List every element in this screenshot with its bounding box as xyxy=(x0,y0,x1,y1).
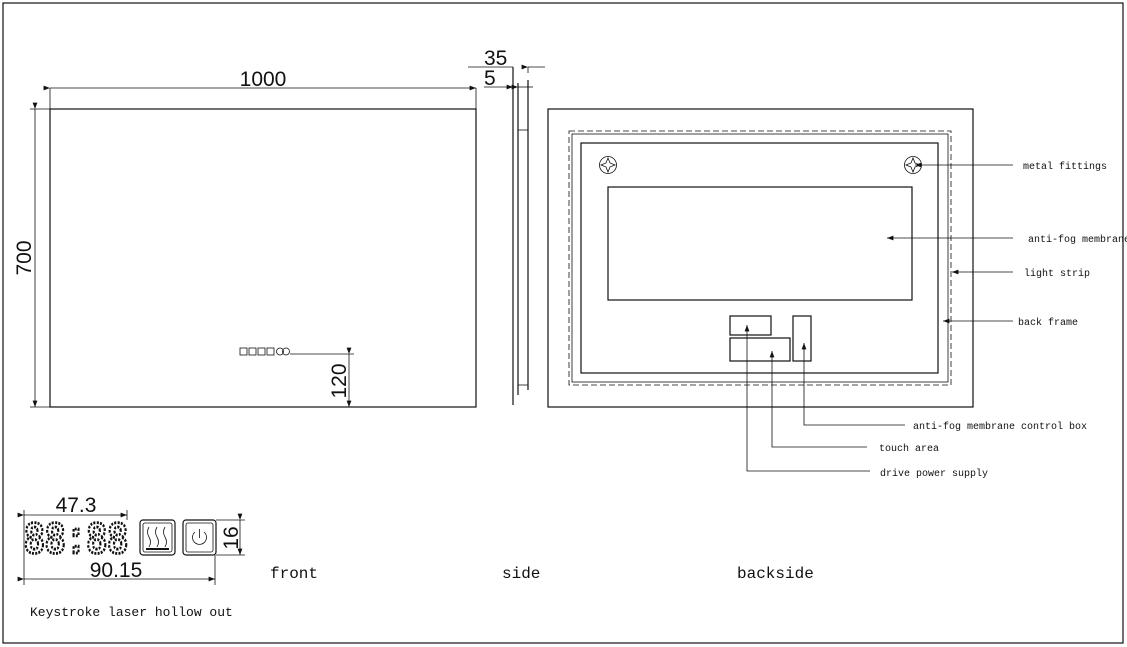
light-strip xyxy=(568,130,952,386)
touch-buttons-icon xyxy=(239,347,290,356)
panel-height-dimension: 16 xyxy=(220,526,243,549)
backside-view-label: backside xyxy=(737,565,814,583)
back-frame xyxy=(547,108,974,408)
seven-segment-display: 88:88 xyxy=(24,516,128,568)
button-offset-dimension: 120 xyxy=(328,363,351,398)
glass-dimension: 5 xyxy=(484,67,496,90)
metal-fitting-icon xyxy=(599,156,617,174)
side-view: 35 5 xyxy=(468,47,545,405)
front-view: 1000 700 120 xyxy=(13,68,477,408)
anti-fog-membrane xyxy=(607,186,913,301)
anti-fog-heat-button-icon xyxy=(139,519,176,556)
panel-width-dimension: 90.15 xyxy=(90,559,143,582)
side-view-label: side xyxy=(502,565,540,583)
touch-area xyxy=(729,337,791,362)
callout-metal-fittings: metal fittings xyxy=(1023,161,1107,173)
control-panel-detail: 47.3 88:88 16 90.15 xyxy=(17,494,245,585)
power-button-icon xyxy=(182,519,217,556)
mirror-front-outline xyxy=(49,108,477,408)
front-view-label: front xyxy=(270,565,318,583)
callout-touch-area: touch area xyxy=(879,443,939,455)
callout-light-strip: light strip xyxy=(1024,268,1090,280)
keystroke-note: Keystroke laser hollow out xyxy=(30,605,233,620)
drive-power-supply xyxy=(729,315,772,336)
callout-control-box: anti-fog membrane control box xyxy=(913,421,1087,433)
callout-anti-fog-membrane: anti-fog membrane xyxy=(1028,234,1127,246)
display-width-dimension: 47.3 xyxy=(56,494,97,517)
width-dimension: 1000 xyxy=(240,68,287,91)
callout-back-frame: back frame xyxy=(1018,317,1078,329)
back-view: metal fittings anti-fog membrane light s… xyxy=(547,108,1127,480)
callout-drive-power-supply: drive power supply xyxy=(880,468,988,480)
depth-dimension: 35 xyxy=(484,47,507,70)
control-box xyxy=(792,315,812,362)
height-dimension: 700 xyxy=(13,240,36,275)
